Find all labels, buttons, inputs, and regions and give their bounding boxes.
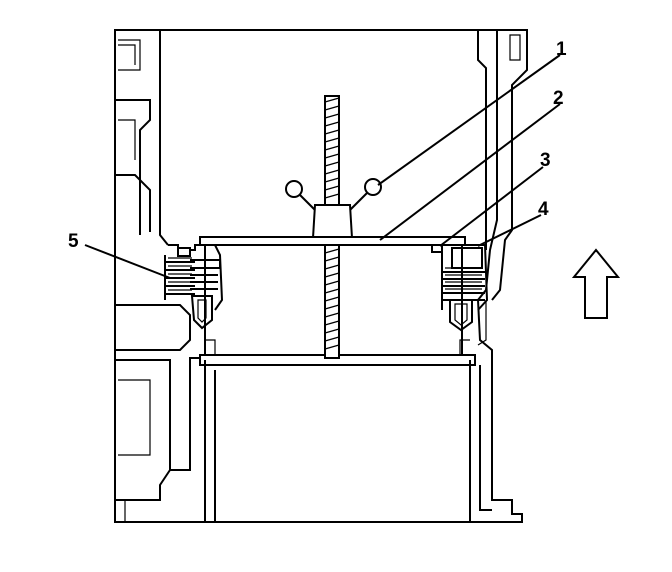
left-valve-spring-assembly [164, 244, 224, 330]
threaded-rod-threads [324, 97, 340, 350]
callout-leader-lines [84, 54, 561, 279]
callout-1-label: 1 [556, 39, 567, 60]
callout-4-label: 4 [538, 199, 549, 220]
callout-2-label: 2 [553, 88, 564, 109]
right-valve-spring-assembly [431, 243, 489, 332]
up-arrow-icon [571, 248, 621, 319]
cylinder-head-housing [114, 29, 528, 523]
callout-5-label: 5 [68, 231, 79, 252]
compressor-tool [199, 95, 466, 359]
callout-3-label: 3 [540, 150, 551, 171]
